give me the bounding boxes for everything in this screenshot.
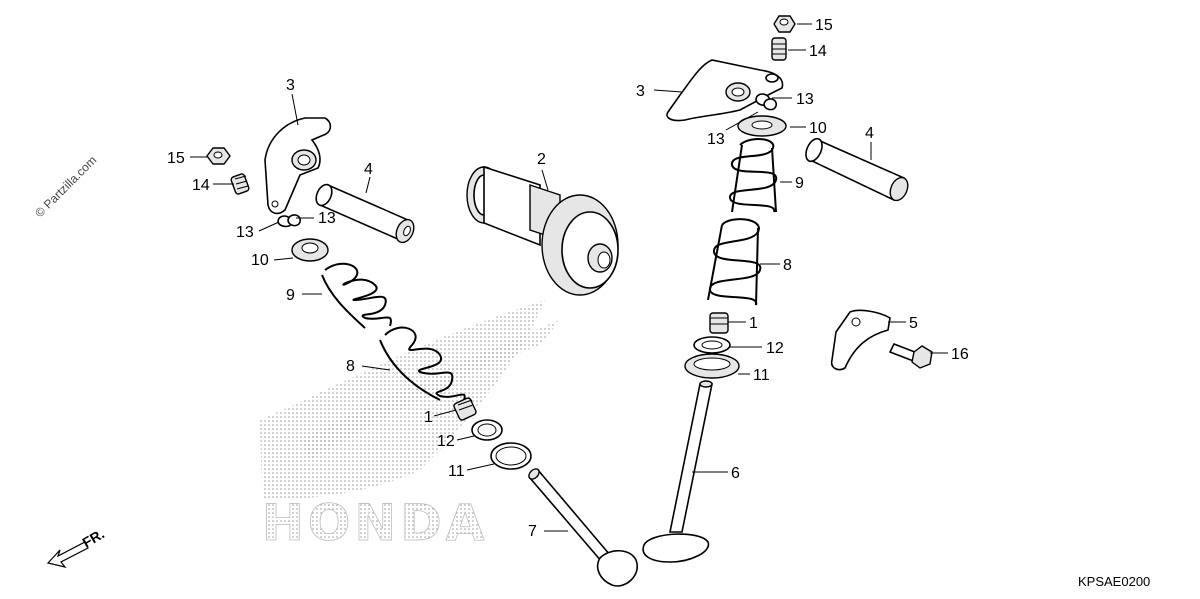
part-14-adjusting-screw-right [771, 37, 787, 61]
part-12-valve-spring-seat-left [471, 419, 503, 441]
callout-1-left: 1 [424, 409, 433, 426]
callout-6: 6 [731, 465, 740, 482]
part-15-nut-right [773, 15, 796, 33]
leader-lines [190, 23, 948, 532]
callout-10-left: 10 [251, 252, 269, 269]
callout-15-right: 15 [815, 17, 833, 34]
callout-10-right: 10 [809, 120, 827, 137]
callout-9-right: 9 [795, 175, 804, 192]
svg-text:HONDA: HONDA [262, 494, 488, 552]
part-9-outer-valve-spring-right [729, 138, 778, 213]
callout-13-left-a: 13 [236, 224, 254, 241]
callout-3-left: 3 [286, 77, 295, 94]
watermark-text: © Partzilla.com [32, 153, 99, 220]
part-5-stopper-plate [830, 309, 891, 371]
part-4-rocker-shaft-left [315, 183, 415, 244]
callout-15-left: 15 [167, 150, 185, 167]
callout-14-right: 14 [809, 43, 827, 60]
callout-9-left: 9 [286, 287, 295, 304]
diagram-code: KPSAE0200 [1078, 574, 1150, 589]
front-direction-arrow-icon [46, 541, 89, 568]
callout-13-left-b: 13 [318, 210, 336, 227]
callout-16: 16 [951, 346, 969, 363]
part-13-valve-cotter-right [755, 93, 777, 111]
part-14-adjusting-screw-left [230, 173, 250, 195]
part-3-rocker-arm-right [666, 59, 784, 122]
callout-3-right: 3 [636, 83, 645, 100]
callout-4-right: 4 [865, 125, 874, 142]
part-8-inner-valve-spring-right [707, 218, 762, 306]
part-6-intake-valve [642, 380, 713, 563]
honda-wing-logo [260, 300, 560, 500]
callout-11-left: 11 [448, 463, 465, 480]
part-9-outer-valve-spring-left [321, 262, 392, 329]
callout-12-left: 12 [437, 433, 455, 450]
callout-labels: 3 15 14 13 13 4 10 9 8 1 12 11 7 2 15 14… [167, 17, 969, 540]
callout-13-right-b: 13 [707, 131, 725, 148]
callout-7: 7 [528, 523, 537, 540]
part-10-spring-retainer-right [737, 115, 787, 137]
part-11-o-ring-left [490, 442, 532, 470]
callout-8-left: 8 [346, 358, 355, 375]
callout-2: 2 [537, 151, 546, 168]
part-3-rocker-arm-left [264, 117, 332, 215]
callout-14-left: 14 [192, 177, 210, 194]
callout-1-right: 1 [749, 315, 758, 332]
callout-13-right-a: 13 [796, 91, 814, 108]
callout-5: 5 [909, 315, 918, 332]
part-13-valve-cotter-left [277, 214, 301, 228]
part-1-valve-stem-seal-left [453, 397, 477, 421]
part-15-nut-left [206, 147, 231, 165]
part-11-o-ring-right [684, 353, 740, 379]
part-8-inner-valve-spring-left [379, 326, 466, 401]
callout-8-right: 8 [783, 257, 792, 274]
part-7-exhaust-valve [528, 468, 639, 587]
part-1-valve-stem-seal-right [709, 312, 729, 334]
part-2-camshaft [466, 165, 619, 296]
part-12-valve-spring-seat-right [693, 336, 731, 354]
part-4-rocker-shaft-right [805, 137, 909, 202]
honda-brand-text: HONDA [262, 494, 488, 553]
callout-12-right: 12 [766, 340, 784, 357]
callout-4-left: 4 [364, 161, 373, 178]
callout-11-right: 11 [753, 367, 770, 384]
part-10-spring-retainer-left [291, 238, 329, 262]
part-16-bolt [888, 342, 933, 369]
